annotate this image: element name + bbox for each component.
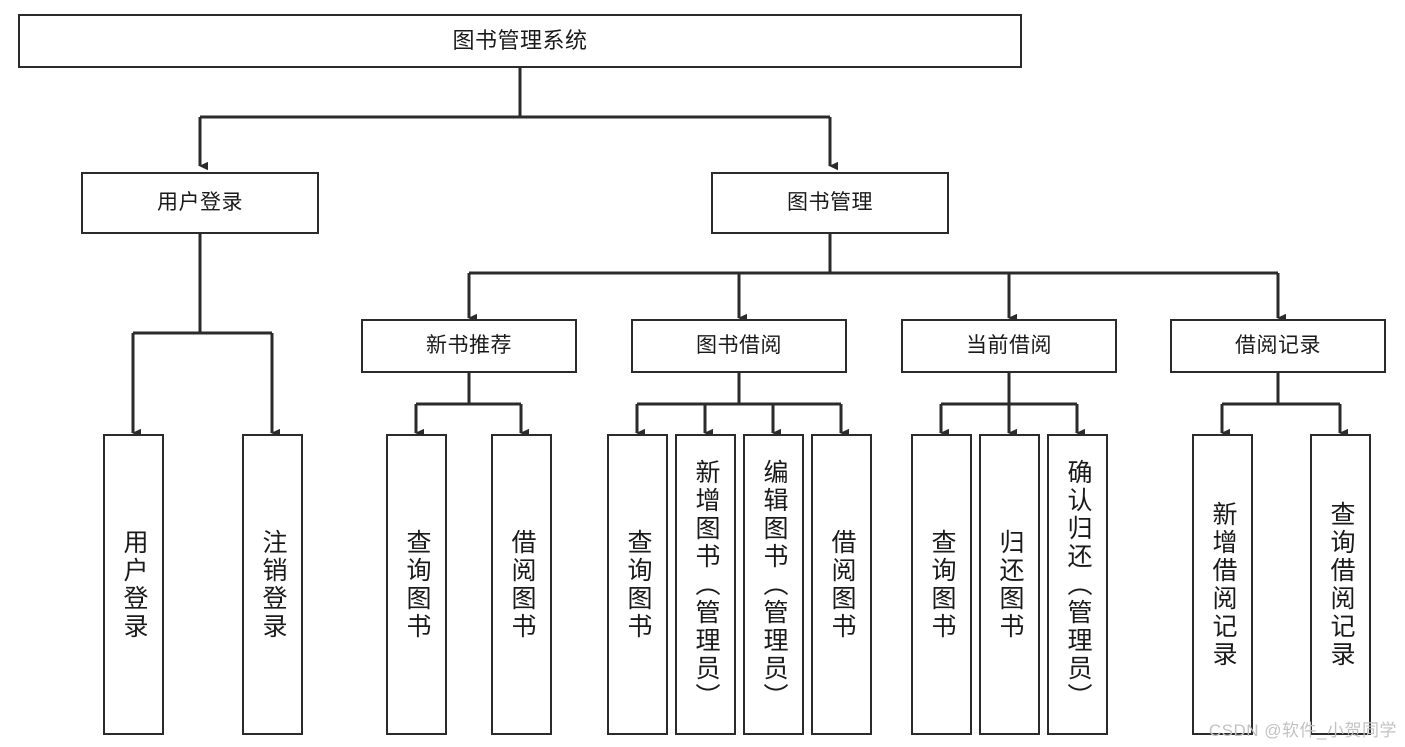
node-leaf-query-book-2[interactable]: 查询图书 [607, 434, 668, 735]
node-leaf-logout[interactable]: 注销登录 [242, 434, 303, 735]
node-label: 新书推荐 [426, 333, 512, 357]
node-label: 新增图书（管理员） [692, 458, 720, 711]
node-borrow-record[interactable]: 借阅记录 [1170, 319, 1386, 373]
node-label: 确认归还（管理员） [1064, 458, 1092, 711]
node-new-book-recommend[interactable]: 新书推荐 [361, 319, 577, 373]
node-book-manage[interactable]: 图书管理 [711, 172, 949, 234]
node-leaf-add-record[interactable]: 新增借阅记录 [1192, 434, 1253, 735]
node-label: 归还图书 [996, 528, 1024, 641]
node-leaf-add-book[interactable]: 新增图书（管理员） [675, 434, 736, 735]
node-label: 注销登录 [259, 528, 287, 641]
node-label: 图书管理系统 [452, 28, 588, 54]
node-label: 图书管理 [787, 190, 873, 214]
node-leaf-query-book-3[interactable]: 查询图书 [911, 434, 972, 735]
node-label: 查询图书 [928, 528, 956, 641]
node-current-borrow[interactable]: 当前借阅 [901, 319, 1117, 373]
node-label: 当前借阅 [966, 333, 1052, 357]
node-leaf-confirm-return[interactable]: 确认归还（管理员） [1047, 434, 1108, 735]
node-leaf-return-book[interactable]: 归还图书 [979, 434, 1040, 735]
watermark: CSDN @软件_小贺同学 [1208, 721, 1397, 740]
node-leaf-borrow-book-1[interactable]: 借阅图书 [491, 434, 552, 735]
node-label: 图书借阅 [696, 333, 782, 357]
node-label: 借阅图书 [828, 528, 856, 641]
node-leaf-borrow-book-2[interactable]: 借阅图书 [811, 434, 872, 735]
node-book-borrow[interactable]: 图书借阅 [631, 319, 847, 373]
node-label: 借阅记录 [1235, 333, 1321, 357]
node-leaf-edit-book[interactable]: 编辑图书（管理员） [743, 434, 804, 735]
node-root-system[interactable]: 图书管理系统 [18, 14, 1022, 68]
node-label: 查询图书 [403, 528, 431, 641]
node-leaf-user-login[interactable]: 用户登录 [103, 434, 164, 735]
node-leaf-query-book-1[interactable]: 查询图书 [386, 434, 447, 735]
node-label: 查询图书 [624, 528, 652, 641]
node-label: 用户登录 [120, 528, 148, 641]
node-leaf-query-record[interactable]: 查询借阅记录 [1310, 434, 1371, 735]
node-label: 新增借阅记录 [1209, 500, 1237, 669]
node-user-login[interactable]: 用户登录 [81, 172, 319, 234]
node-label: 编辑图书（管理员） [760, 458, 788, 711]
node-label: 借阅图书 [508, 528, 536, 641]
node-label: 用户登录 [157, 190, 243, 214]
node-label: 查询借阅记录 [1327, 500, 1355, 669]
